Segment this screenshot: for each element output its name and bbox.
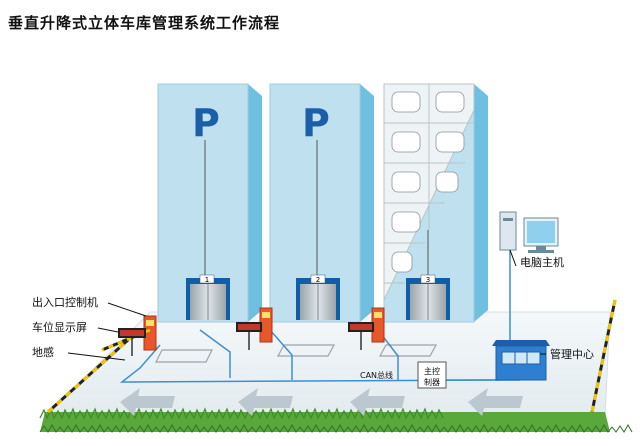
label-management-center: 管理中心 bbox=[550, 347, 594, 361]
management-center-booth bbox=[492, 340, 550, 381]
label-main-controller-1: 主控 bbox=[424, 366, 440, 376]
label-main-controller-2: 制器 bbox=[424, 377, 440, 387]
computer-host bbox=[499, 211, 559, 253]
space-display-screen-2 bbox=[236, 322, 262, 350]
parking-tower-3-cutaway: 3 bbox=[383, 83, 488, 323]
label-computer-host: 电脑主机 bbox=[520, 255, 564, 269]
arrow-icon bbox=[468, 388, 523, 416]
can-bus-wiring bbox=[119, 250, 520, 383]
label-ground-sensor: 地感 bbox=[32, 346, 54, 359]
parking-tower-2: P 2 bbox=[269, 83, 374, 323]
space-display-screen-3 bbox=[348, 322, 374, 350]
ground-sensor-loops bbox=[155, 344, 438, 363]
arrow-icon bbox=[350, 388, 405, 416]
parking-sign-2: P bbox=[302, 101, 330, 145]
arrow-icon bbox=[238, 388, 293, 416]
door-number-2: 2 bbox=[316, 276, 320, 284]
arrow-icon bbox=[120, 388, 175, 416]
space-display-screen-1 bbox=[118, 328, 146, 356]
parking-sign-1: P bbox=[192, 101, 220, 145]
label-can-bus: CAN总线 bbox=[360, 370, 393, 380]
door-number-3: 3 bbox=[426, 276, 430, 284]
stored-cars bbox=[391, 91, 465, 273]
parking-tower-1: P 1 bbox=[157, 83, 262, 323]
grass-strip bbox=[39, 407, 633, 433]
label-entry-exit-controller: 出入口控制机 bbox=[32, 295, 98, 309]
road-edge-barrier-right bbox=[590, 299, 617, 413]
page-title: 垂直升降式立体车库管理系统工作流程 bbox=[8, 14, 281, 32]
label-space-display: 车位显示屏 bbox=[32, 320, 87, 334]
road-edge-barrier-left bbox=[46, 338, 130, 414]
main-controller-box bbox=[417, 361, 447, 389]
traffic-arrows bbox=[120, 388, 523, 416]
door-number-1: 1 bbox=[205, 276, 209, 284]
